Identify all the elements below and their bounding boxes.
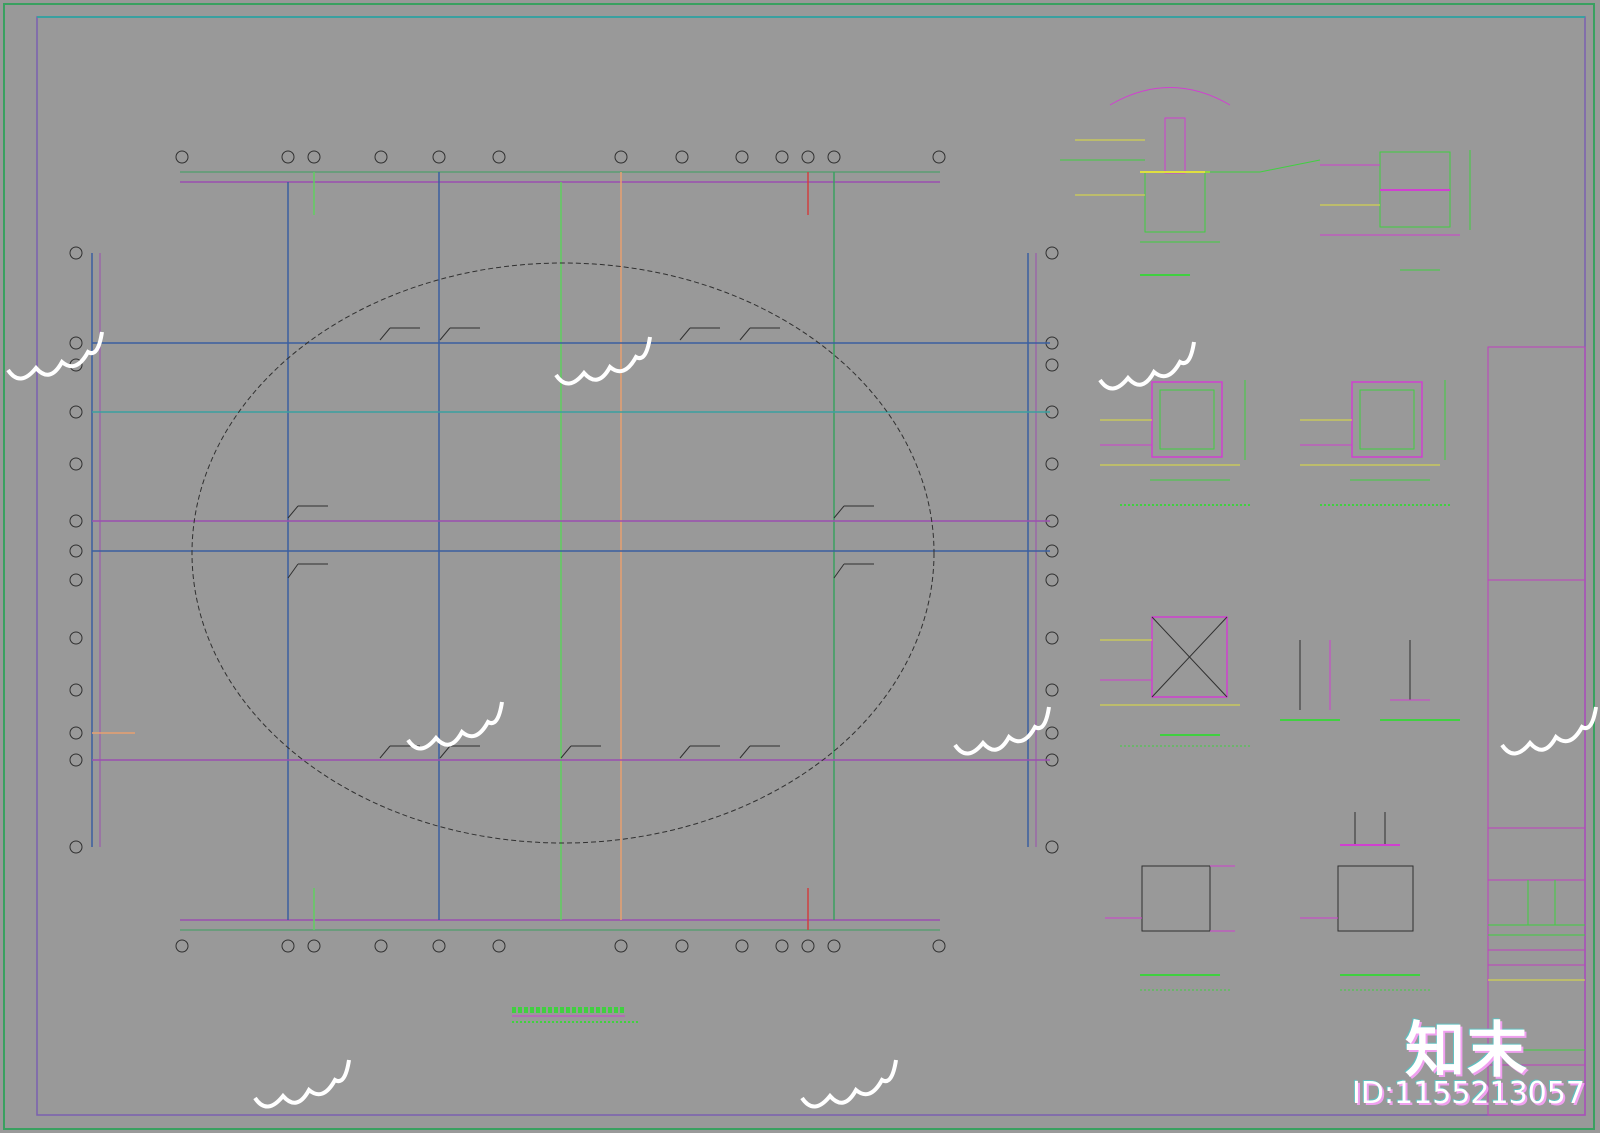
detail-cross-plate (1100, 616, 1250, 747)
detail-base-plate-a (1105, 865, 1235, 991)
seal-icon (6, 331, 104, 381)
seal-icon (1500, 706, 1598, 756)
watermark-id: ID:1155213057 (1352, 1076, 1585, 1111)
seal-icon (953, 706, 1051, 756)
seal-watermark-group (6, 331, 1598, 1109)
title-block (1487, 346, 1586, 1116)
seal-icon (1098, 341, 1196, 391)
detail-embedded-plate-a (1100, 380, 1250, 506)
right-axis-markers (1045, 246, 1059, 854)
watermark-brand: 知末 (1405, 1016, 1529, 1086)
plan-ellipse-outline (191, 262, 935, 844)
detail-embedded-plate-b (1300, 380, 1450, 506)
top-axis-markers (175, 150, 946, 164)
detail-column-base (1060, 87, 1321, 276)
detail-elevation-small (1280, 640, 1460, 721)
plan-annotation-leaders (287, 327, 874, 759)
plan-caption (512, 1007, 640, 1023)
detail-base-plate-b (1300, 812, 1430, 991)
seal-icon (406, 701, 504, 751)
horizontal-grid-lines (92, 342, 1050, 761)
side-dimension-lines (91, 253, 1037, 847)
seal-icon (554, 336, 652, 386)
detail-plate-top (1320, 150, 1471, 271)
seal-icon (253, 1059, 351, 1109)
bottom-dimension-line (180, 919, 940, 931)
seal-icon (800, 1059, 898, 1109)
left-axis-markers (69, 246, 83, 854)
bottom-axis-markers (175, 939, 946, 953)
top-dimension-line (180, 171, 940, 183)
sheet-outer-border (3, 3, 1595, 1130)
